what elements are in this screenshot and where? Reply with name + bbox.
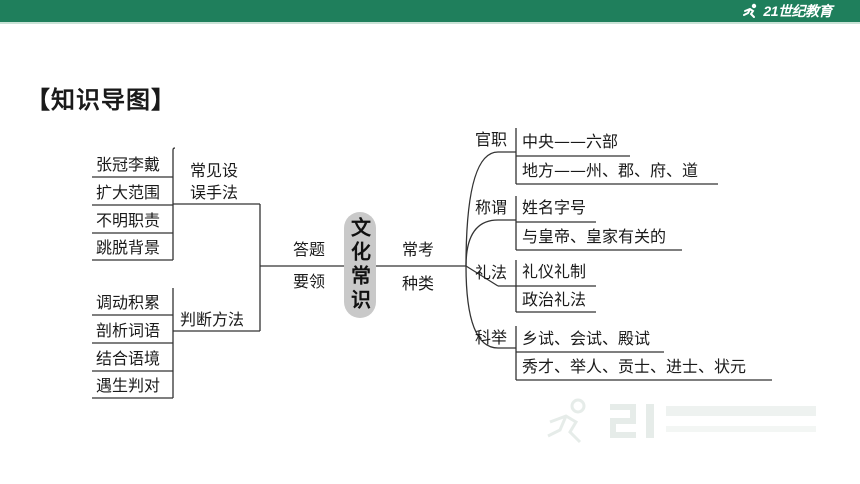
- category-item: 政治礼法: [522, 290, 587, 309]
- left-item: 调动积累: [96, 293, 161, 312]
- logo-text: 21世纪教育: [763, 3, 832, 19]
- category-name: 礼法: [475, 263, 508, 282]
- left-item: 剖析词语: [96, 321, 161, 340]
- category-name: 称谓: [475, 198, 508, 217]
- category-item: 地方——州、郡、府、道: [522, 161, 699, 180]
- left-item: 扩大范围: [96, 183, 161, 202]
- header-bar: 21世纪教育: [0, 0, 860, 24]
- left-item: 跳脱背景: [96, 238, 161, 257]
- left-item: 张冠李戴: [96, 155, 161, 174]
- runner-icon: [743, 3, 757, 18]
- left-item: 遇生判对: [96, 376, 161, 395]
- category-item: 秀才、举人、贡士、进士、状元: [522, 357, 747, 376]
- category-name: 科举: [475, 328, 508, 347]
- category-item: 乡试、会试、殿试: [522, 329, 651, 348]
- left-item: 结合语境: [96, 349, 161, 368]
- connector-label-line1: 答题: [293, 240, 326, 259]
- category-item: 姓名字号: [522, 198, 587, 217]
- branch-label-line1: 常见设: [190, 161, 239, 180]
- connector-label-line1: 常考: [402, 240, 435, 259]
- category-name: 官职: [475, 130, 508, 149]
- header-stripe: [0, 22, 860, 24]
- brand-logo: 21世纪教育: [742, 2, 832, 20]
- category-item: 礼仪礼制: [522, 262, 587, 281]
- section-title: 【知识导图】: [26, 86, 176, 114]
- branch-label: 判断方法: [180, 310, 245, 329]
- center-node: 文化常识: [344, 212, 376, 318]
- category-item: 与皇帝、皇家有关的: [522, 227, 667, 246]
- connector-label-line2: 种类: [402, 274, 435, 293]
- category-item: 中央——六部: [522, 132, 619, 151]
- center-label: 文化常识: [347, 217, 372, 313]
- left-item: 不明职责: [96, 211, 161, 230]
- branch-label-line2: 误手法: [190, 183, 239, 202]
- connector-label-line2: 要领: [293, 272, 326, 291]
- watermark-logo: [547, 398, 816, 444]
